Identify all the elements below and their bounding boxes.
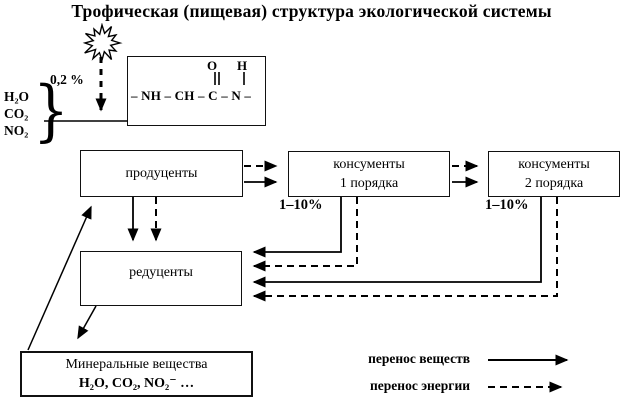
producers-box: продуценты [80, 150, 243, 197]
consumers2-label-line1: консументы [518, 157, 590, 172]
legend-substances-label: перенос веществ [368, 351, 470, 366]
minerals-label-line2: H₂O, CO₂, NO₂⁻ … [78, 376, 195, 391]
consumers1-label-line2: 1 порядка [339, 176, 399, 191]
reducers-label: редуценты [129, 265, 193, 280]
connector-reducers-minerals [77, 305, 97, 340]
molecule-hydrogen: H [237, 58, 248, 73]
consumers1-box: консументы 1 порядка [288, 151, 450, 197]
minerals-label-line1: Минеральные вещества [65, 357, 208, 372]
legend-energy-label: перенос энергии [370, 378, 470, 393]
input-substance-co2: CO₂ [4, 106, 29, 121]
consumers2-label-line2: 2 порядка [524, 176, 584, 191]
page-title: Трофическая (пищевая) структура экологич… [71, 1, 552, 21]
brace-icon: } [33, 72, 69, 149]
reducers-box: редуценты [80, 251, 242, 306]
energy-percent-label: 0,2 % [50, 72, 84, 87]
consumers2-box: консументы 2 порядка [488, 151, 620, 197]
molecule-oxygen: O [207, 58, 218, 73]
percent-label-consumers1: 1–10% [279, 197, 323, 213]
minerals-box: Минеральные вещества H₂O, CO₂, NO₂⁻ … [20, 351, 253, 397]
percent-label-consumers2: 1–10% [485, 197, 529, 213]
producers-label: продуценты [125, 166, 198, 181]
input-substance-h2o: H₂O [4, 89, 30, 104]
molecule-box [127, 56, 266, 126]
consumers1-label-line1: консументы [333, 157, 405, 172]
sunburst-icon [82, 23, 123, 63]
molecule-chain: – NH – CH – C – N – [131, 88, 252, 103]
input-substance-no2: NO₂ [4, 123, 29, 138]
